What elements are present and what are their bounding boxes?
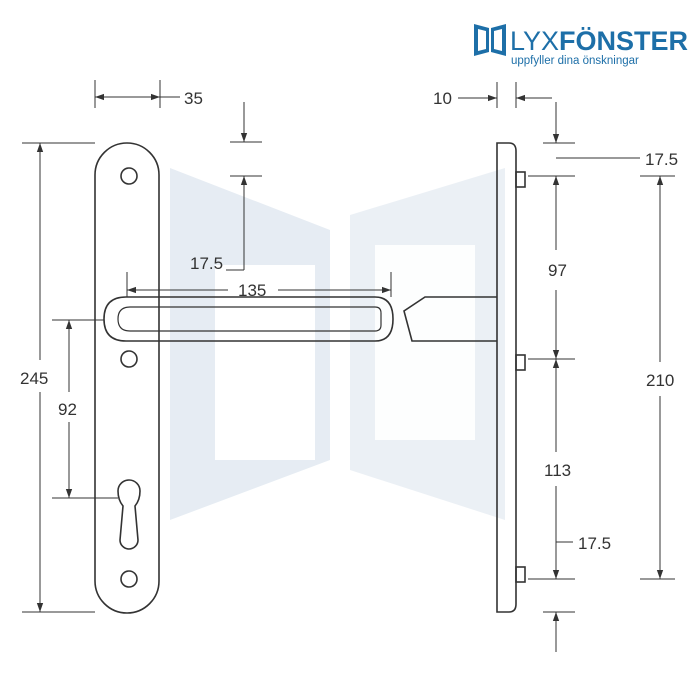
back-plate xyxy=(94,142,160,614)
dim-middle-to-bottom: 113 xyxy=(528,359,575,580)
side-screw-middle xyxy=(515,354,526,371)
lever-inner xyxy=(117,306,382,332)
dim-handle-length: 135 xyxy=(126,272,392,300)
watermark-logo xyxy=(170,168,505,520)
side-lever xyxy=(403,296,497,342)
dim-plate-width: 35 xyxy=(94,80,203,108)
dim-spindle-to-cylinder: 92 xyxy=(52,319,118,499)
dim-label-17-5-bottom-right: 17.5 xyxy=(578,534,611,553)
dim-label-92: 92 xyxy=(58,400,77,419)
front-view xyxy=(94,142,394,614)
dim-label-17-5-top-left: 17.5 xyxy=(190,254,223,273)
dim-label-113: 113 xyxy=(544,461,571,480)
dim-screw-spacing: 210 xyxy=(640,175,675,580)
dim-top-to-middle: 97 xyxy=(528,175,575,360)
dim-label-245: 245 xyxy=(20,369,48,388)
dim-bottom-offset: 17.5 xyxy=(543,534,611,652)
dim-plate-height: 245 xyxy=(20,142,95,613)
bottom-screw-hole xyxy=(120,570,138,588)
side-screw-top xyxy=(515,171,526,188)
cylinder-hole xyxy=(117,479,141,550)
lever-outer xyxy=(103,296,394,342)
dim-label-210: 210 xyxy=(646,371,674,390)
brand-name: LYXFÖNSTER xyxy=(510,26,688,56)
dim-label-97: 97 xyxy=(548,261,567,280)
dim-plate-depth: 10 xyxy=(433,82,552,108)
dim-top-to-handle: 17.5 xyxy=(190,102,262,273)
brand-name-light: LYX xyxy=(510,26,559,56)
dim-label-10: 10 xyxy=(433,89,452,108)
side-view xyxy=(403,142,526,613)
brand-tagline: uppfyller dina önskningar xyxy=(511,55,639,67)
top-screw-hole xyxy=(120,167,138,185)
middle-screw-hole xyxy=(120,350,138,368)
window-frame-icon xyxy=(474,24,506,56)
brand-name-bold: FÖNSTER xyxy=(559,26,688,56)
side-plate xyxy=(496,142,517,613)
dim-label-35: 35 xyxy=(184,89,203,108)
brand-logo: LYXFÖNSTER uppfyller dina önskningar xyxy=(474,24,688,67)
side-screw-bottom xyxy=(515,566,526,583)
dim-label-135: 135 xyxy=(238,281,266,300)
dim-top-offset: 17.5 xyxy=(543,102,678,169)
dim-label-17-5-top-right: 17.5 xyxy=(645,150,678,169)
